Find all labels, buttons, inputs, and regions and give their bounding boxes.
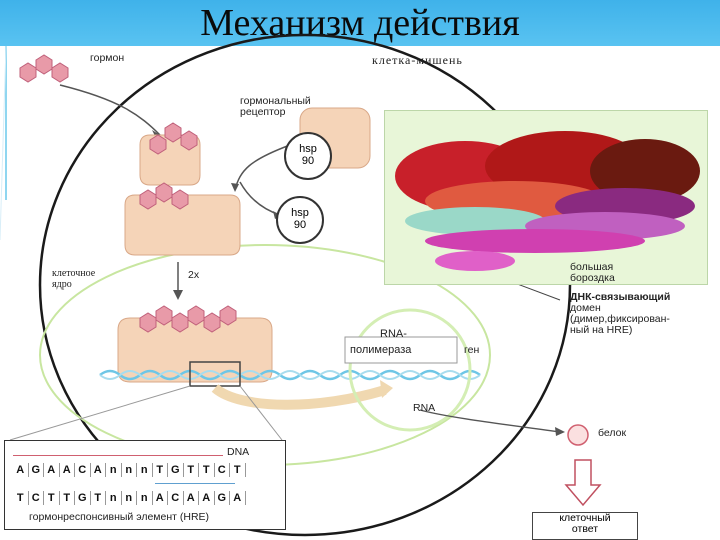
target-cell-label: клетка-мишень <box>372 53 463 67</box>
protein-dna-complex-icon <box>395 131 700 271</box>
hre-label: гормонреспонсивный элемент (HRE) <box>29 511 210 523</box>
page-title: Механизм действия <box>200 2 520 44</box>
base: T <box>44 491 60 505</box>
hre-box <box>189 361 241 387</box>
dbd-label-line1: ДНК-связывающий <box>570 291 671 303</box>
cell-membrane <box>38 33 572 537</box>
cellular-response-box: клеточный ответ <box>532 512 638 540</box>
dissociation-arrow <box>234 144 291 191</box>
bottom-strand-arrow <box>155 483 235 484</box>
base: A <box>199 491 215 505</box>
dna-label: DNA <box>227 446 250 458</box>
major-groove-label-line1: большая <box>570 261 614 273</box>
base: T <box>91 491 106 505</box>
hsp90-released: hsp 90 <box>276 196 324 244</box>
base: A <box>60 463 75 477</box>
base: G <box>29 463 44 477</box>
response-label-line1: клеточный <box>559 512 611 524</box>
top-strand-arrow <box>13 455 223 456</box>
receptor-label-line1: гормональный <box>240 95 311 107</box>
dna-strand <box>99 369 481 381</box>
base: n <box>106 491 122 505</box>
base: n <box>122 491 137 505</box>
response-arrow <box>564 459 602 507</box>
receptor-dimer <box>117 305 273 383</box>
response-label-line2: ответ <box>571 523 599 535</box>
hsp-release-arrow <box>239 181 281 216</box>
hsp-label: hsp <box>299 143 317 155</box>
base: C <box>29 491 44 505</box>
hormone-molecule <box>19 54 69 83</box>
hsp-number: 90 <box>293 219 307 231</box>
bottom-strand: T C T T G T n n n A C A A G A <box>13 491 246 505</box>
major-groove-label-line2: бороздка <box>570 272 615 284</box>
transcription-arrow <box>211 383 387 410</box>
rna-arrow <box>419 409 561 433</box>
base: n <box>137 491 153 505</box>
rna-label: RNA <box>413 402 436 414</box>
hormone-receptor <box>139 107 371 186</box>
hsp-number: 90 <box>301 155 315 167</box>
protein <box>567 424 589 446</box>
nucleus-label-line1: клеточное <box>52 268 96 279</box>
hormone-label: гормон <box>90 52 125 64</box>
base: T <box>184 463 199 477</box>
base: T <box>60 491 75 505</box>
gene-label: ген <box>464 344 480 356</box>
dimer-label: 2x <box>188 269 200 281</box>
base: G <box>75 491 91 505</box>
base: A <box>153 491 168 505</box>
hre-sequence-box: DNA A G A A C A n n n T G T T C T T C T … <box>4 440 286 530</box>
nucleus-label-line2: ядро <box>52 279 72 290</box>
base: n <box>106 463 122 477</box>
rna-polymerase <box>348 308 472 432</box>
base: A <box>184 491 199 505</box>
rna-polymerase-label-line2: полимераза <box>350 344 412 356</box>
top-strand: A G A A C A n n n T G T T C T <box>13 463 246 477</box>
dbd-label-line4: ный на HRE) <box>570 324 633 336</box>
base: A <box>91 463 106 477</box>
dna-binding-structure-image <box>384 110 708 285</box>
protein-label: белок <box>598 427 627 439</box>
base: G <box>168 463 184 477</box>
base: A <box>44 463 60 477</box>
base: G <box>215 491 230 505</box>
base: C <box>75 463 91 477</box>
dbd-label-line3: (димер,фиксирован- <box>570 313 670 325</box>
rna-polymerase-label-line1: RNA- <box>380 328 407 340</box>
hormone-arrow <box>59 84 161 136</box>
base: A <box>13 463 29 477</box>
base: n <box>137 463 153 477</box>
receptor-label-line2: рецептор <box>240 106 286 118</box>
base: T <box>230 463 246 477</box>
activated-receptor <box>124 182 241 256</box>
hsp90-bound: hsp 90 <box>284 132 332 180</box>
base: T <box>199 463 215 477</box>
title-bar <box>0 0 720 46</box>
base: C <box>215 463 230 477</box>
base: T <box>153 463 168 477</box>
base: T <box>13 491 29 505</box>
dbd-label-line2: домен <box>570 302 601 314</box>
base: n <box>122 463 137 477</box>
hsp-label: hsp <box>291 207 309 219</box>
base: A <box>230 491 246 505</box>
base: C <box>168 491 184 505</box>
